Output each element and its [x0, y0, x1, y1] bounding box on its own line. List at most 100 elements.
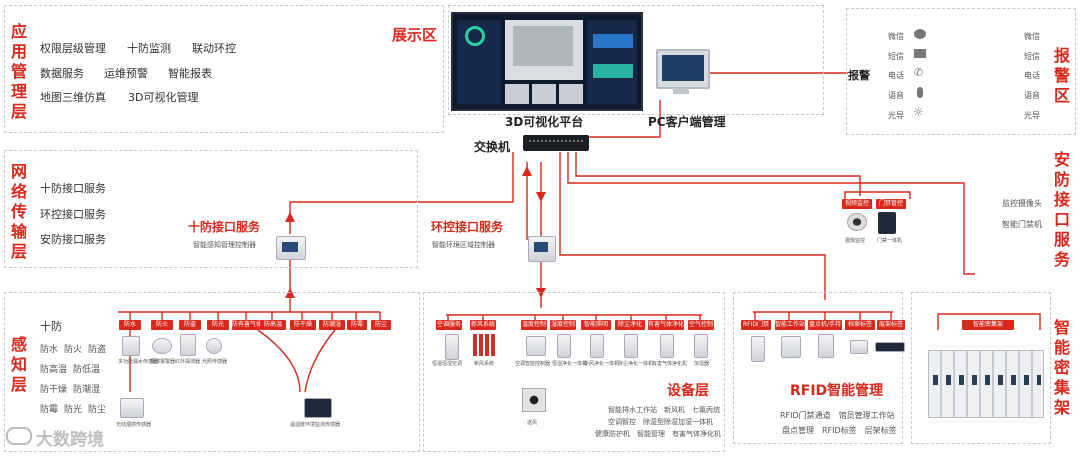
tenprev-controller-label: 智能感知管理控制器 [193, 241, 256, 249]
bottom-device-label: 温湿度环境监测传感器 [290, 422, 341, 428]
security-dev-label: 门禁一体机 [877, 238, 903, 244]
ac-controller-device [526, 336, 546, 356]
pc-label: PC客户端管理 [648, 115, 726, 129]
perception-item: 防尘 [88, 405, 107, 415]
dehumidifier-device [694, 334, 708, 358]
fan-label: 送风 [527, 420, 538, 426]
rfid-gate-device [751, 336, 765, 362]
tenprev-tag: 防尘 [371, 320, 391, 330]
watermark-text: 大数跨境 [36, 430, 104, 450]
dashboard-screen [451, 12, 643, 111]
shelf-box [911, 292, 1051, 444]
light-icon: ☼ [913, 105, 924, 119]
app-layer-title: 应用管理层 [10, 22, 27, 121]
rfid-line: RFID门禁通道 馆员管理工作站 [780, 411, 895, 420]
network-box [4, 150, 418, 268]
device-box [423, 292, 725, 452]
tenprev-tag: 防有害气体 [232, 320, 263, 330]
envctrl-controller-label: 智能环境区域控制器 [432, 241, 495, 249]
security-item: 监控摄像头 [1002, 199, 1042, 208]
app-item: 3D可视化管理 [128, 91, 199, 104]
wechat-icon [914, 29, 926, 39]
phone-icon: ✆ [914, 66, 924, 79]
ceiling-fan-device [522, 388, 546, 412]
alarm-channel-left: 光导 [888, 111, 904, 120]
tenprev-tag: 防高温 [260, 320, 286, 330]
pc-monitor [656, 49, 710, 89]
security-dev-label: 摄像监控 [845, 238, 866, 244]
rfid-handheld-device [818, 334, 834, 358]
alarm-channel-left: 短信 [888, 52, 904, 61]
envctrl-dev-label: 新风净化一体机 [584, 361, 620, 367]
tenprev-dev-label: 烟感报警器 [150, 359, 176, 365]
switch-label: 交换机 [474, 140, 511, 154]
water-sensor-device [122, 336, 140, 356]
tenprev-dev-label: 光照传感器 [202, 359, 228, 365]
app-item: 联动环控 [192, 42, 236, 55]
envctrl-tag: 有害气体净化 [648, 320, 685, 330]
perception-item: 防潮湿 [73, 385, 101, 395]
tenprev-dev-label: 多功能漏水传感器 [118, 359, 159, 365]
smart-shelf-title: 智能密集架 [1053, 318, 1070, 417]
envctrl-controller [528, 236, 556, 262]
rfid-box [733, 292, 903, 444]
envctrl-tag: 湿度控制 [550, 320, 576, 330]
wireless-smoke-device [120, 398, 144, 418]
rfid-tag: 档案标签 [845, 320, 875, 330]
alarm-channel-right: 短信 [1024, 52, 1040, 61]
rfid-tag: 层架标签 [877, 320, 905, 330]
rfid-tag: RFID门禁 [741, 320, 771, 330]
humidifier-device [557, 334, 571, 358]
tenprev-tag: 防水 [119, 320, 141, 330]
perception-item: 防霉 [40, 405, 59, 415]
envctrl-tag: 除尘净化 [615, 320, 645, 330]
fire-cylinders-device [473, 334, 495, 356]
tenprev-tag: 防潮湿 [319, 320, 345, 330]
envctrl-tag: 空气控制 [688, 320, 714, 330]
envctrl-tag: 新风系统 [470, 320, 496, 330]
envctrl-dev-label: 空调智能控制器 [515, 361, 551, 367]
platform-label: 3D可视化平台 [505, 115, 584, 129]
tenprev-tag: 防盗 [179, 320, 201, 330]
alarm-channel-right: 光导 [1024, 111, 1040, 120]
rfid-workstation-device [781, 336, 801, 358]
network-item: 十防接口服务 [40, 182, 106, 195]
access-terminal-icon [878, 212, 896, 234]
gas-purifier-device [660, 334, 674, 358]
envctrl-tag: 温度控制 [521, 320, 547, 330]
env-monitor-device [304, 398, 332, 418]
rfid-title: RFID智能管理 [790, 383, 884, 399]
alarm-channel-right: 语音 [1024, 91, 1040, 100]
perception-title: 十防 [40, 320, 62, 333]
perception-item: 防火 [64, 345, 83, 355]
voice-icon [917, 87, 923, 98]
envctrl-dev-label: 恒湿净化一体机 [552, 361, 588, 367]
shelf-label-device [875, 342, 905, 352]
app-item: 地图三维仿真 [40, 91, 106, 104]
rfid-line: 盘点管理 RFID标签 层架标签 [782, 426, 897, 435]
shelf-tag: 智能密集架 [962, 320, 1014, 330]
tenprev-tag: 防光 [207, 320, 229, 330]
alarm-channel-left: 微信 [888, 32, 904, 41]
security-item: 智能门禁机 [1002, 220, 1042, 229]
smoke-detector-device [152, 338, 172, 354]
envctrl-service-title: 环控接口服务 [431, 220, 504, 234]
rfid-tag: 智能工作站 [775, 320, 806, 330]
dense-shelf-device [928, 350, 1044, 418]
alarm-zone-title: 报警区 [1053, 46, 1070, 105]
perception-item: 防光 [64, 405, 83, 415]
light-sensor-device [206, 338, 222, 354]
envctrl-dev-label: 新风系统 [474, 361, 495, 367]
rfid-tag: 盘点机/手持 [808, 320, 842, 330]
app-item: 十防监测 [127, 42, 171, 55]
ac-unit-device [445, 334, 459, 360]
app-item: 权限层级管理 [40, 42, 106, 55]
small-device-label: 无线烟感传感器 [116, 422, 152, 428]
envctrl-tag: 空调服务 [436, 320, 462, 330]
alarm-channel-left: 语音 [888, 91, 904, 100]
envctrl-tag: 智能照明 [581, 320, 611, 330]
alarm-channel-right: 微信 [1024, 32, 1040, 41]
display-title: 展示区 [392, 26, 438, 44]
tenprev-tag: 防霉 [347, 320, 367, 330]
app-item: 数据服务 [40, 67, 84, 80]
